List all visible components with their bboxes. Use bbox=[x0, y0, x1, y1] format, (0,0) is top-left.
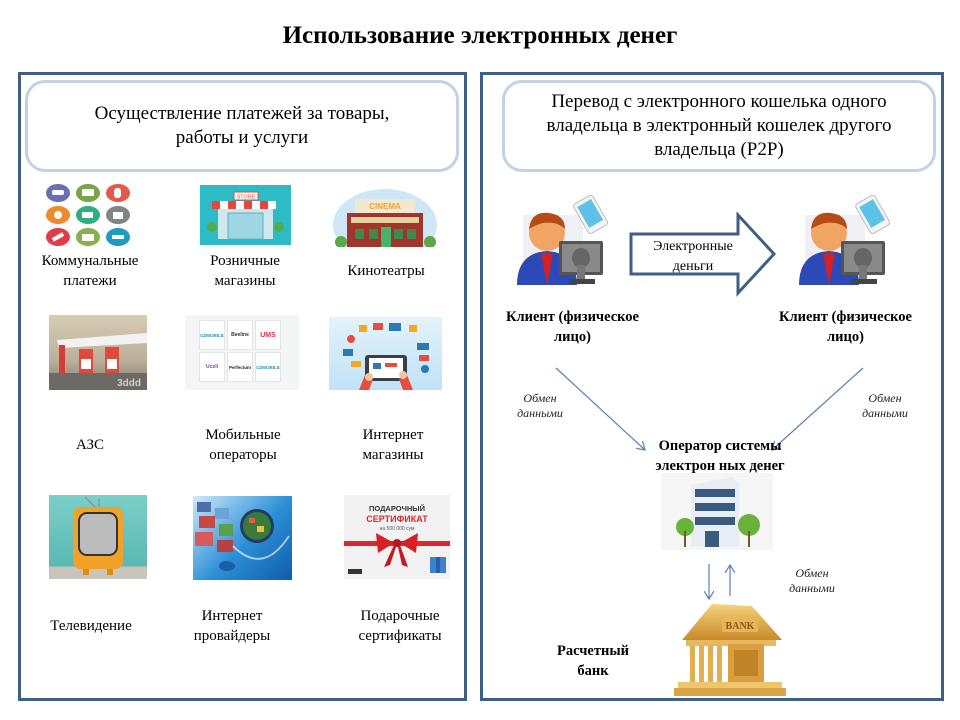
gift-text-line3: на 500 000 сум bbox=[380, 526, 415, 532]
gift-text-line1: ПОДАРОЧНЫЙ bbox=[369, 504, 425, 513]
payments-heading: Осуществление платежей за товары, работы… bbox=[94, 103, 390, 148]
operator-logo: UZMOBILE bbox=[199, 320, 225, 350]
operator-logo: UMS bbox=[255, 320, 281, 350]
transfer-arrow bbox=[628, 211, 778, 297]
bank-label: Расчетный банк bbox=[556, 643, 630, 679]
gas-station-icon: 3ddd bbox=[49, 315, 147, 390]
item-label-internet-providers: Интернет провайдеры bbox=[193, 608, 271, 644]
online-shop-icon bbox=[329, 317, 442, 390]
bank-sign: BANK bbox=[726, 621, 755, 632]
gift-text-line2: СЕРТИФИКАТ bbox=[366, 514, 428, 524]
client-left-label: Клиент (физическое лицо) bbox=[505, 309, 639, 345]
payments-panel bbox=[18, 72, 467, 701]
item-label-mobile-operators: Мобильные операторы bbox=[205, 427, 281, 463]
client-left-icon bbox=[513, 194, 613, 290]
item-label-retail: Розничные магазины bbox=[210, 253, 280, 289]
p2p-heading: Перевод с электронного кошелька одного в… bbox=[546, 91, 892, 160]
cinema-sign: CINEMA bbox=[369, 202, 401, 211]
item-label-gift-certificates: Подарочные сертификаты bbox=[358, 608, 442, 644]
operator-logo: Ucell bbox=[199, 352, 225, 382]
payments-heading-box: Осуществление платежей за товары, работы… bbox=[25, 80, 459, 172]
item-label-cinema: Кинотеатры bbox=[347, 263, 425, 279]
connectors bbox=[555, 367, 864, 600]
item-label-online-shops: Интернет магазины bbox=[362, 427, 424, 463]
mobile-operators-icon: UZMOBILE Beeline UMS Ucell Perfectum UZM… bbox=[185, 315, 299, 390]
store-icon: STORE bbox=[200, 185, 291, 245]
transfer-arrow-label: Электронные деньги bbox=[653, 239, 733, 274]
page-title: Использование электронных денег bbox=[282, 22, 678, 49]
connector-right bbox=[772, 367, 864, 450]
connector-left bbox=[555, 367, 645, 450]
internet-icon bbox=[193, 496, 292, 580]
exchange-label-left: Обмен данными bbox=[517, 391, 563, 420]
p2p-heading-box: Перевод с электронного кошелька одного в… bbox=[502, 80, 936, 172]
operator-logo: UZMOBILE bbox=[255, 352, 281, 382]
exchange-label-right: Обмен данными bbox=[862, 391, 908, 420]
operator-logo: Beeline bbox=[227, 320, 253, 350]
cinema-icon: CINEMA bbox=[333, 187, 438, 247]
operator-label: Оператор системы электрон ных денег bbox=[655, 438, 785, 474]
client-right-label: Клиент (физическое лицо) bbox=[778, 309, 912, 345]
gift-certificate-icon: ПОДАРОЧНЫЙ СЕРТИФИКАТ на 500 000 сум bbox=[344, 495, 450, 579]
operator-logo: Perfectum bbox=[227, 352, 253, 382]
item-label-tv: Телевидение bbox=[50, 618, 132, 634]
p2p-panel bbox=[480, 72, 944, 701]
utilities-icon bbox=[44, 183, 134, 248]
item-label-gas-station: АЗС bbox=[76, 437, 104, 453]
tv-icon bbox=[49, 495, 147, 579]
store-sign: STORE bbox=[237, 195, 256, 201]
operator-building-icon bbox=[661, 473, 773, 550]
client-right-icon bbox=[795, 194, 895, 290]
exchange-label-bottom: Обмен данными bbox=[789, 566, 835, 595]
item-label-utilities: Коммунальные платежи bbox=[41, 253, 139, 289]
bank-icon: BANK bbox=[672, 600, 787, 698]
gas-station-watermark: 3ddd bbox=[117, 378, 141, 389]
